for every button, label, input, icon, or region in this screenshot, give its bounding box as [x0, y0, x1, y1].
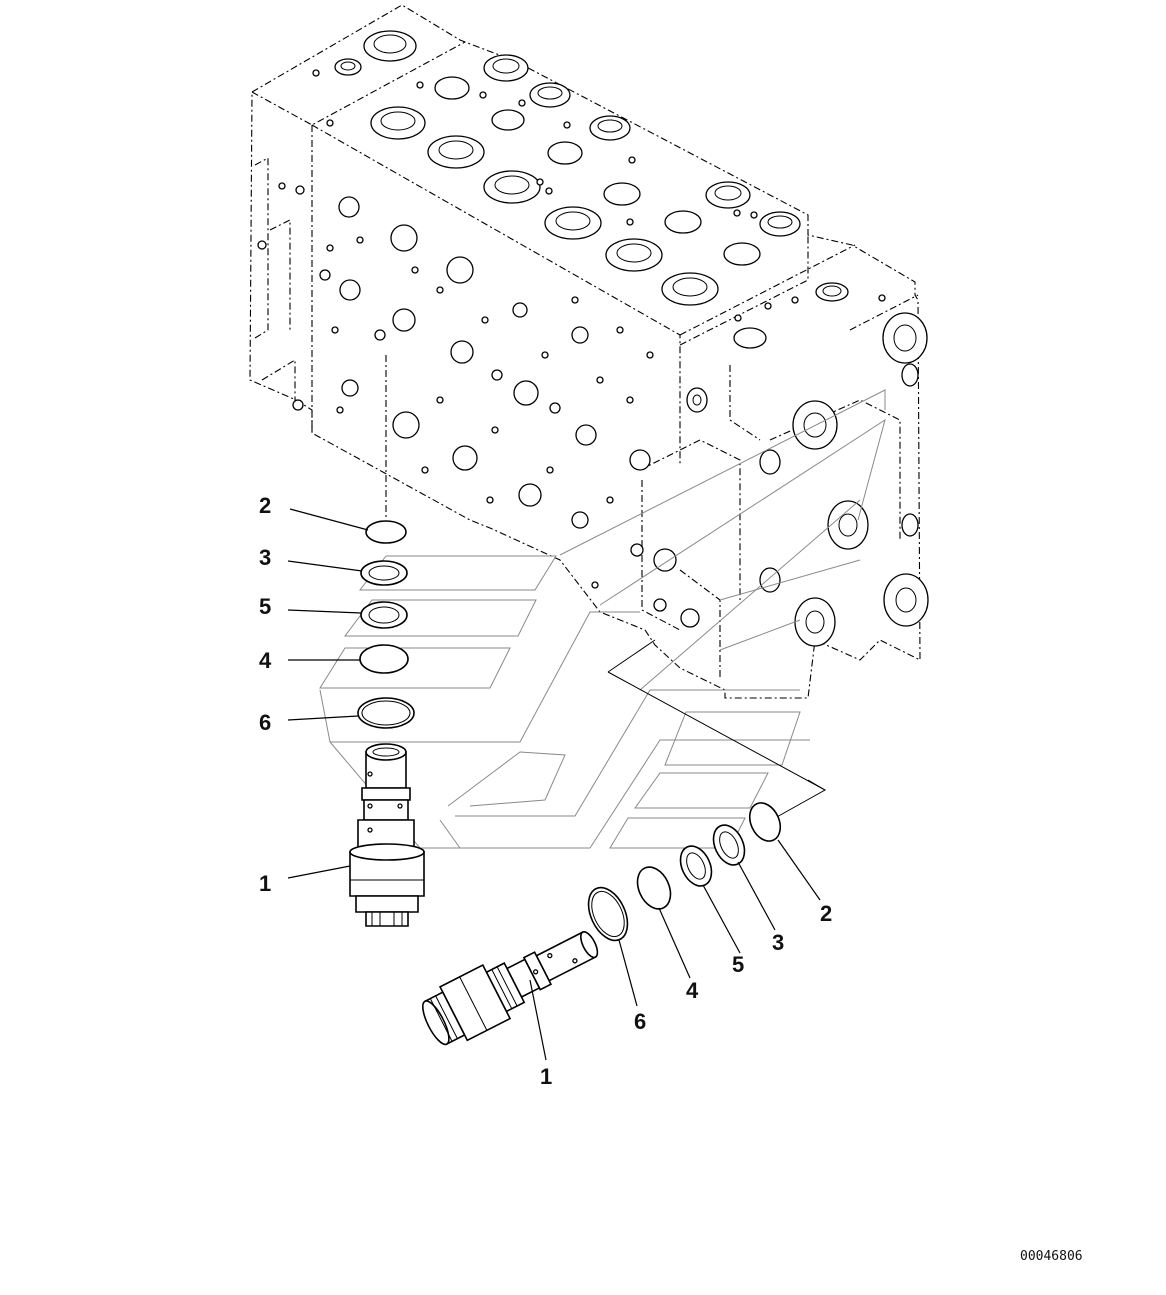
valve-ports-top — [312, 30, 886, 349]
control-valve-body — [249, 4, 921, 699]
callout-label: 4 — [259, 648, 272, 673]
callout-label: 5 — [259, 594, 271, 619]
leader-lines — [287, 508, 821, 1061]
lower-part-1-relief-valve — [422, 931, 599, 1046]
callout-label: 5 — [732, 952, 744, 977]
upper-part-1-relief-valve — [349, 743, 425, 927]
callout-label: 6 — [259, 710, 271, 735]
callout-labels-lower: 2 3 5 4 6 1 — [540, 901, 832, 1089]
callout-label: 3 — [772, 930, 784, 955]
upper-part-5-ring — [360, 601, 408, 629]
upper-part-2-backup-ring — [365, 520, 407, 544]
lower-part-5-ring — [679, 845, 713, 887]
lower-part-4-disc — [636, 866, 672, 910]
callout-label: 2 — [820, 901, 832, 926]
upper-part-4-disc — [359, 644, 409, 674]
callout-label: 1 — [540, 1064, 552, 1089]
upper-seal-stack — [349, 520, 425, 927]
lower-part-6-o-ring — [587, 886, 629, 942]
lower-part-3-ring — [712, 824, 746, 866]
upper-part-6-o-ring — [357, 697, 415, 729]
center-lines — [385, 355, 827, 819]
callout-label: 3 — [259, 545, 271, 570]
callout-label: 4 — [686, 978, 699, 1003]
callout-label: 1 — [259, 871, 271, 896]
lower-part-2-backup-ring — [748, 802, 782, 842]
valve-side-bosses — [686, 312, 929, 647]
valve-ports-front — [257, 182, 700, 628]
callout-labels-upper: 2 3 5 4 6 1 — [259, 493, 272, 896]
callout-label: 2 — [259, 493, 271, 518]
upper-part-3-ring — [360, 560, 408, 586]
lower-seal-stack — [422, 802, 782, 1046]
document-id: 00046806 — [1020, 1249, 1083, 1264]
callout-label: 6 — [634, 1009, 646, 1034]
